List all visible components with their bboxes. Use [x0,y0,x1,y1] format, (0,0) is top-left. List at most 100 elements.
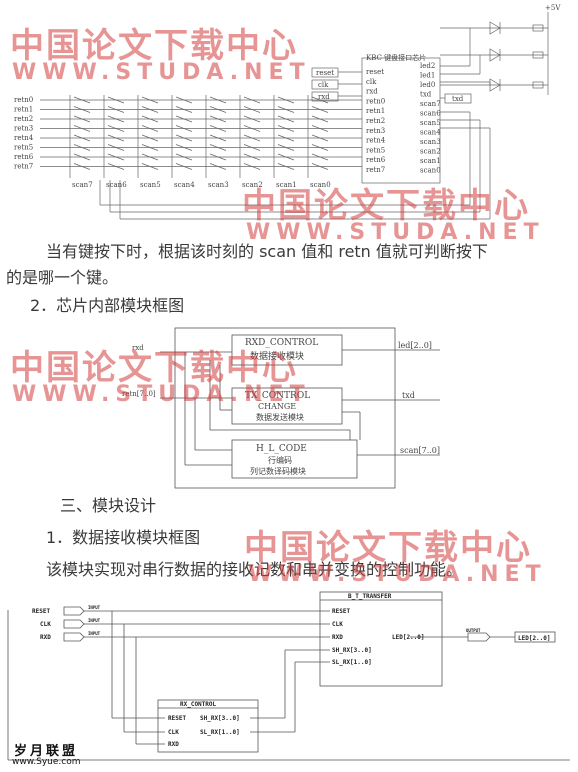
row-label: retn3 [14,125,33,133]
output-name: LED[2..0] [518,635,551,642]
key-switch [73,134,91,142]
key-switch [209,106,227,113]
key-switch [311,144,329,151]
key-switch [175,115,193,123]
input-clk: clk [318,81,329,89]
key-switch [141,115,159,123]
chip-left-pin: rxd [366,88,378,96]
key-switch [141,134,159,142]
key-switch [175,106,193,113]
key-switch [175,134,193,142]
input-tag-3: INPUT [88,631,101,636]
paragraph-1: 当有键按下时，根据该时刻的 scan 值和 retn 值就可判断按下 [46,242,488,261]
key-switch [141,163,159,170]
watermark-cn-1: 中国论文下载中心 [10,26,298,66]
key-switch [243,96,261,104]
chip-left-pin: retn6 [366,156,386,164]
key-switch [73,144,91,151]
watermark-cn-2: 中国论文下载中心 [242,186,530,226]
footer-url: www.Syue.com [12,757,81,767]
key-switch [73,115,91,123]
output-tag: OUTPUT [466,628,481,633]
chip-title: KBC 键盘接口芯片 [366,53,426,62]
key-switch [277,144,295,151]
col-label: scan2 [242,181,263,189]
col-label: scan7 [72,181,93,189]
out-led: led[2..0] [398,341,432,350]
col-label: scan0 [310,181,331,189]
key-switch [175,125,193,132]
key-switch [243,115,261,123]
out-txd: txd [402,391,415,400]
key-switch [243,163,261,170]
input-reset-label: RESET [32,608,50,615]
key-switch [311,125,329,132]
chip-left-pin: clk [366,78,377,86]
watermark-url-2: WWW.STUDA.NET [246,220,545,245]
key-switch [107,96,125,104]
key-switch [243,144,261,151]
key-switch [107,163,125,170]
key-switch [73,96,91,104]
chip-left-pin: reset [366,68,384,76]
input-rxd: rxd [318,93,330,101]
key-switch [209,115,227,123]
key-switch [73,125,91,132]
chip-left-pin: retn7 [366,166,385,174]
paragraph-1b: 的是哪一个键。 [6,268,119,287]
key-switch [141,96,159,104]
key-switch [175,96,193,104]
row-label: retn2 [14,115,33,123]
key-switch [141,153,159,161]
key-switch [209,134,227,142]
box3-sub2: 列记数译码模块 [250,466,306,476]
key-switch [209,144,227,151]
key-switch [311,115,329,123]
chip-right-pin: led0 [420,81,435,89]
rx-pin-rxd: RXD [168,741,179,748]
input-tag-2: INPUT [88,618,101,623]
key-switch [311,163,329,170]
col-label: scan1 [276,181,297,189]
key-switch [107,125,125,132]
key-switch [277,134,295,142]
rx-out-slrx: SL_RX[1..0] [200,729,240,736]
chip-right-pin: scan0 [420,167,441,175]
paragraph-2: 该模块实现对串行数据的接收记数和串并变换的控制功能。 [46,560,463,579]
row-label: retn5 [14,144,33,152]
box3-title: H_L_CODE [256,444,307,454]
key-switch [107,106,125,113]
row-label: retn1 [14,106,33,114]
key-switch [175,163,193,170]
input-tag-1: INPUT [88,605,101,610]
heading-3-1: 1．数据接收模块框图 [46,528,201,547]
row-label: retn4 [14,134,34,142]
key-switch [311,106,329,113]
bt-pin-shrx: SH_RX[3..0] [332,647,372,654]
row-label: retn6 [14,153,34,161]
rx-pin-reset: RESET [168,715,186,722]
key-switch [243,134,261,142]
col-label: scan3 [208,181,229,189]
chip-right-pin: scan6 [420,110,441,118]
key-switch [141,125,159,132]
chip-right-pin: txd [420,91,432,99]
chip-left-pin: retn3 [366,127,385,135]
key-switch [243,153,261,161]
key-switch [311,96,329,104]
key-switch [311,153,329,161]
chip-right-pin: scan5 [420,119,441,127]
input-clk-label: CLK [40,621,51,628]
key-switch [73,163,91,170]
out-scan: scan[7..0] [400,446,440,455]
key-switch [141,106,159,113]
footer-logo: 岁月联盟 [14,744,79,759]
key-switch [209,125,227,132]
chip-right-pin: scan2 [420,148,441,156]
key-switch [175,153,193,161]
key-switch [277,96,295,104]
row-label: retn7 [14,163,33,171]
chip-right-pin: scan4 [420,129,441,137]
key-switch [73,153,91,161]
row-label: retn0 [14,96,33,104]
